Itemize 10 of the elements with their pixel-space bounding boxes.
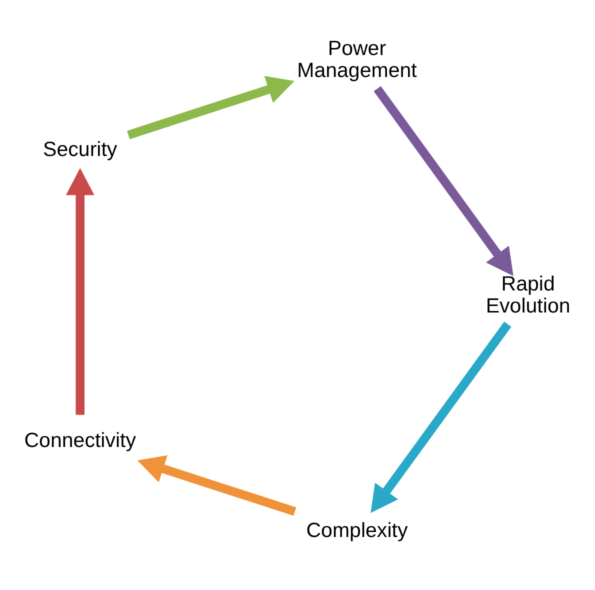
arrow <box>127 75 294 139</box>
arrow <box>66 168 94 414</box>
arrow <box>370 321 512 512</box>
arrow <box>137 454 296 516</box>
node-text: Security <box>43 138 118 161</box>
arrow <box>374 86 514 276</box>
node-text: Complexity <box>306 518 408 542</box>
node-text: Connectivity <box>24 428 136 452</box>
node-text: Rapid Evolution <box>486 272 570 318</box>
node-text: Power Management <box>297 36 417 82</box>
